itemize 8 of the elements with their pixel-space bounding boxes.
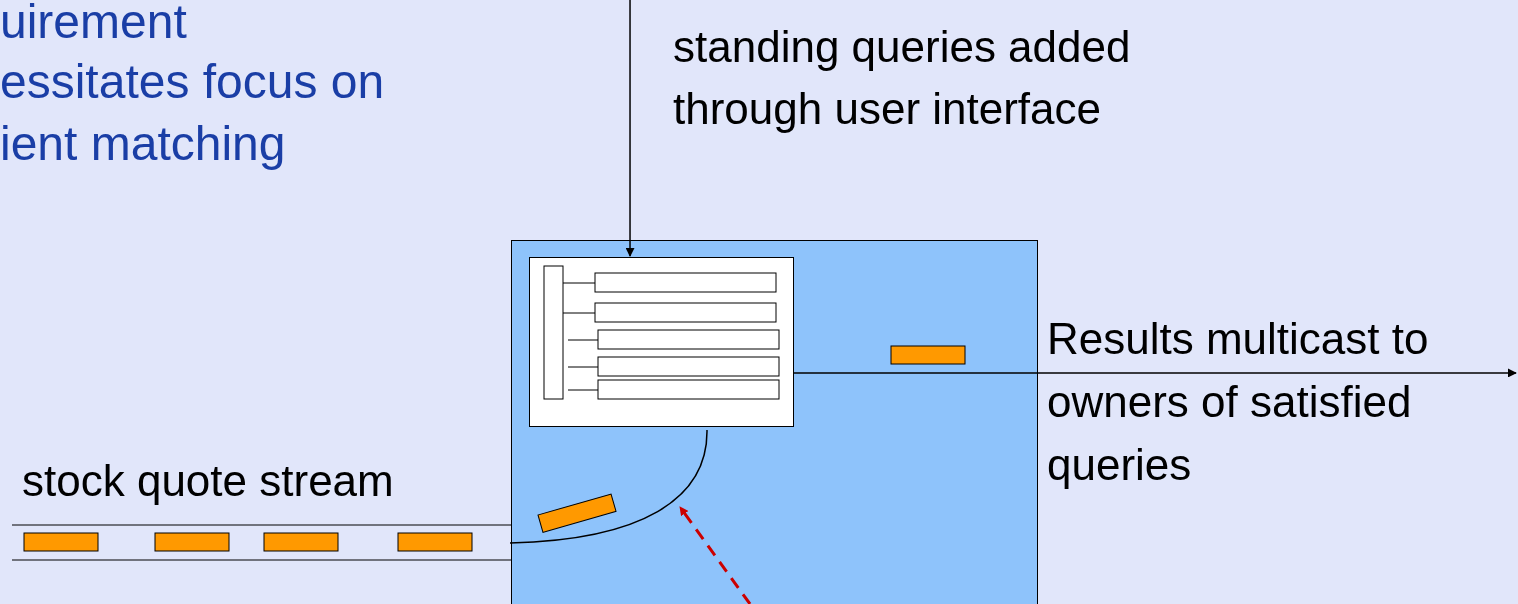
arrow	[625, 0, 635, 257]
heading-text: essitates focus on	[0, 54, 386, 110]
annotation-text: stock quote stream	[22, 455, 395, 507]
annotation-text: standing queries added through user interface	[673, 21, 1132, 135]
heading-text: ient matching	[0, 116, 287, 172]
heading-text: uirement	[0, 0, 188, 50]
arrow	[792, 368, 1517, 378]
annotation-text: Results multicast to owners of satisfied queries	[1047, 313, 1430, 491]
